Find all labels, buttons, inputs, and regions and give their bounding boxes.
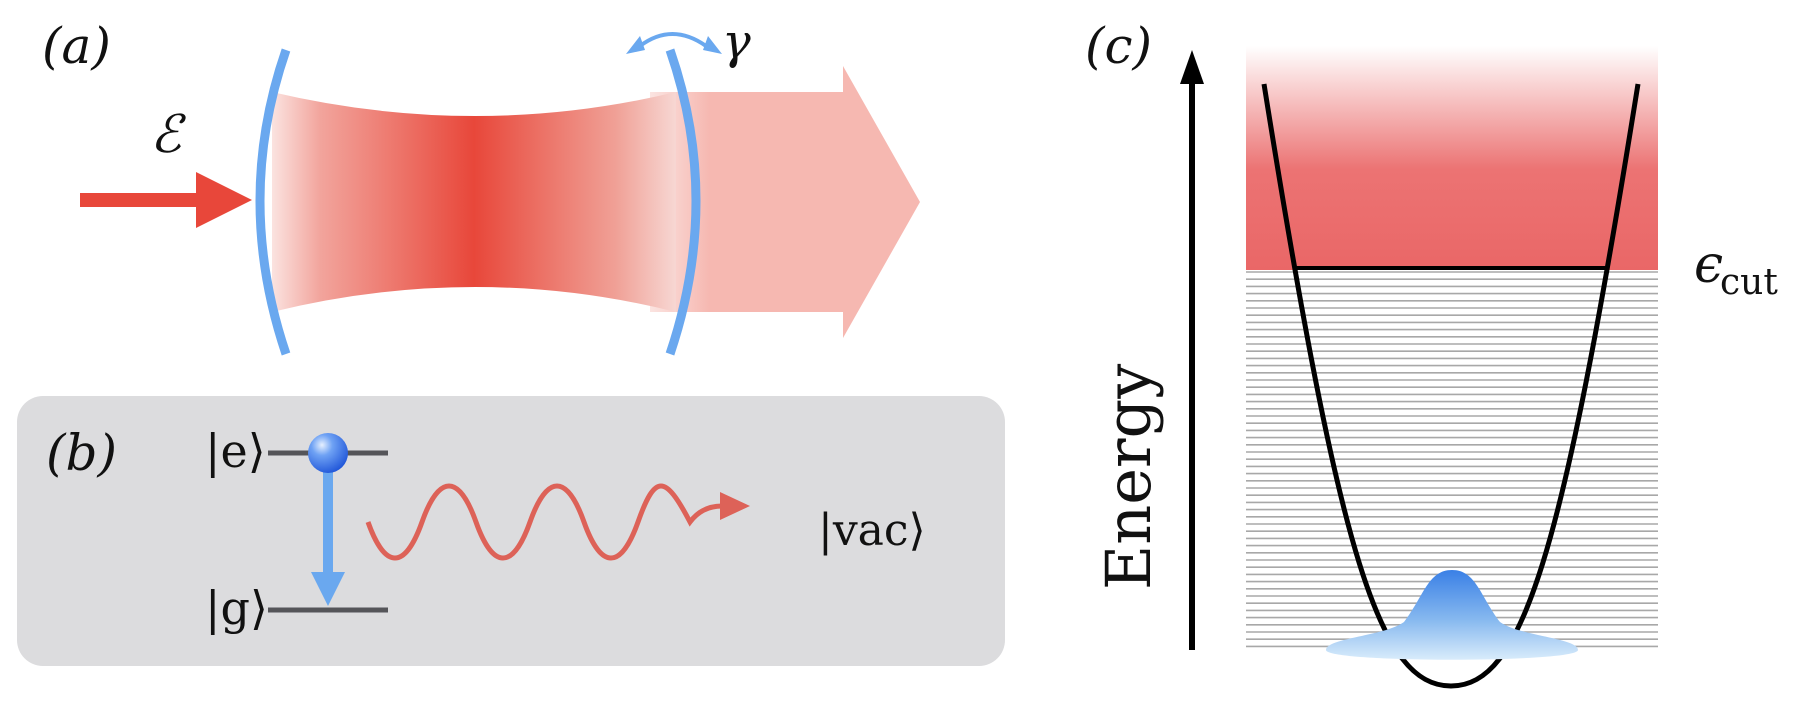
- energy-axis-label: Energy: [1092, 364, 1165, 590]
- panel-b-label: (b): [46, 424, 117, 482]
- output-beam-arrow: [650, 66, 920, 338]
- transition-arrow: [311, 468, 345, 606]
- cutoff-symbol: ϵ: [1694, 235, 1723, 295]
- cutoff-region: [1246, 46, 1658, 270]
- cutoff-label: ϵ cut: [1694, 235, 1778, 303]
- potential-well: [1261, 83, 1641, 689]
- panel-b-background: [17, 396, 1005, 666]
- energy-level-grid: [1246, 271, 1658, 648]
- decay-arrow: [626, 32, 722, 54]
- decay-symbol: γ: [722, 14, 751, 70]
- energy-axis-arrow: [1180, 50, 1204, 650]
- cutoff-subscript: cut: [1720, 262, 1778, 303]
- panel-a-label: (a): [42, 17, 111, 75]
- panel-b: (b) |e⟩ |g⟩ |vac⟩: [17, 396, 1005, 666]
- panel-a: (a) ℰ γ: [42, 14, 920, 356]
- atom-sphere: [308, 433, 348, 473]
- right-mirror: [665, 48, 701, 356]
- ground-wavepacket: [1326, 570, 1578, 660]
- drive-arrow: [80, 172, 252, 228]
- vacuum-state-label: |vac⟩: [818, 505, 926, 556]
- cavity-field: [272, 92, 676, 312]
- ground-state-label: |g⟩: [205, 581, 268, 635]
- emitted-photon: [365, 483, 750, 561]
- panel-c: (c) Energy ϵ cut: [1085, 17, 1778, 689]
- excited-state-label: |e⟩: [205, 424, 266, 478]
- panel-c-label: (c): [1085, 17, 1152, 75]
- left-mirror: [255, 48, 291, 356]
- drive-symbol: ℰ: [150, 105, 186, 165]
